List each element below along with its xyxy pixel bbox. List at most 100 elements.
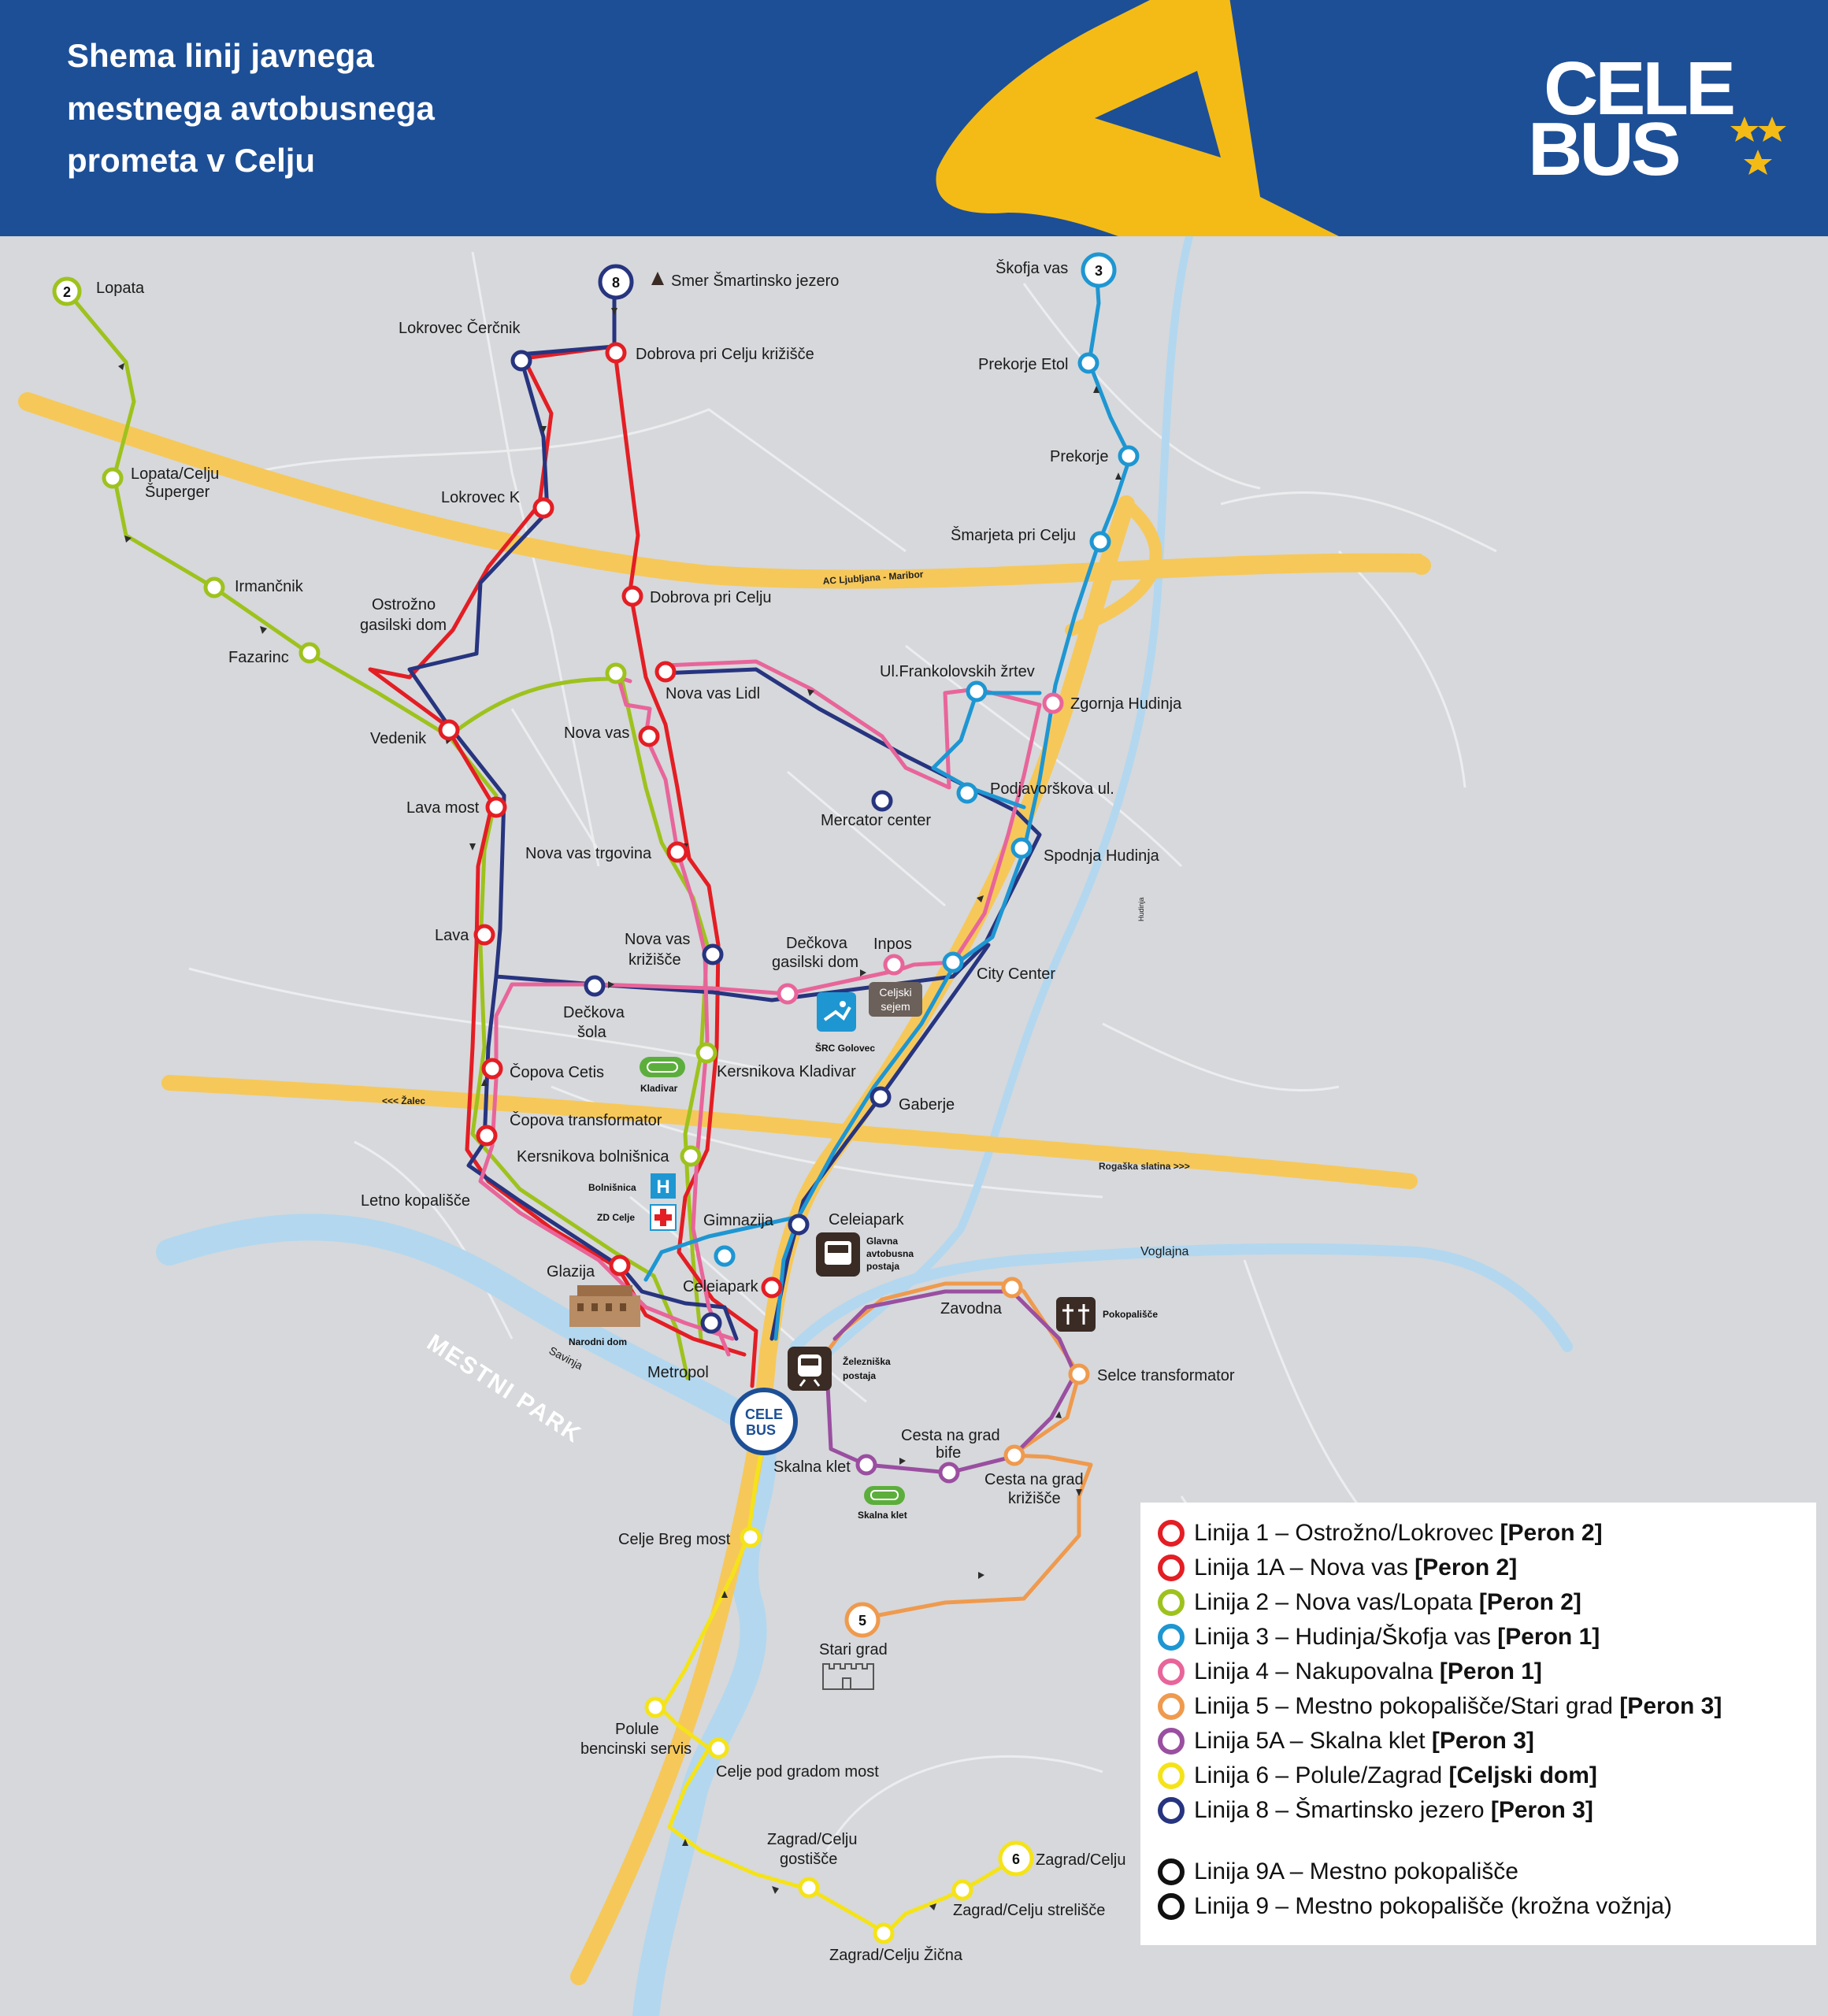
stop-kersnikova-kladivar[interactable] — [695, 1042, 717, 1064]
stop-labels: Lopata Lopata/Celju Šuperger Irmančnik F… — [96, 259, 1235, 1964]
label-celje-breg: Celje Breg most — [618, 1531, 731, 1548]
label-kersnikova-kladivar: Kersnikova Kladivar — [717, 1063, 856, 1080]
label-dobrova: Dobrova pri Celju — [650, 589, 772, 606]
stop-vedenik[interactable] — [438, 719, 460, 741]
stop-lava-most[interactable] — [485, 796, 507, 818]
stop-nova-vas-krizisce[interactable] — [702, 943, 724, 965]
legend-item: Linija 5 – Mestno pokopališče/Stari grad… — [1158, 1689, 1804, 1724]
label-ostrozno-1: Ostrožno — [372, 596, 436, 613]
header-swoosh — [936, 0, 1339, 236]
label-spodnja-hudinja: Spodnja Hudinja — [1044, 847, 1160, 865]
stop-nova-vas-trgovina[interactable] — [666, 841, 688, 863]
legend-line-name: Linija 1A – Nova vas — [1194, 1555, 1415, 1581]
label-pod-gradom: Celje pod gradom most — [716, 1763, 879, 1781]
legend-item: Linija 9 – Mestno pokopališče (krožna vo… — [1158, 1889, 1804, 1924]
legend-peron: [Peron 1] — [1497, 1624, 1600, 1650]
stop-inpos[interactable] — [883, 954, 905, 976]
legend-line-name: Linija 9A – Mestno pokopališče — [1194, 1858, 1518, 1884]
label-lopata-superger-1: Lopata/Celju — [131, 465, 219, 483]
stop-glazija[interactable] — [609, 1254, 631, 1277]
label-inpos: Inpos — [873, 936, 912, 953]
label-zagrad-zicna: Zagrad/Celju Žična — [829, 1946, 963, 1964]
stop-city-center[interactable] — [942, 951, 964, 973]
label-nova-vas-krizisce-1: Nova vas — [625, 931, 690, 948]
stop-celeiapark-a[interactable] — [788, 1214, 810, 1236]
stop-celeiapark-c[interactable] — [714, 1245, 736, 1267]
stop-polule[interactable] — [644, 1696, 666, 1718]
label-dobrova-krizisce: Dobrova pri Celju križišče — [636, 346, 814, 363]
celebus-hub-icon[interactable]: CELE BUS — [730, 1388, 798, 1455]
stop-zagrad-zicna[interactable] — [873, 1922, 895, 1944]
stop-celje-breg[interactable] — [740, 1526, 762, 1548]
stop-selce[interactable] — [1068, 1363, 1090, 1385]
direction-arrows — [118, 308, 1122, 1910]
stop-nova-vas[interactable] — [638, 725, 660, 747]
legend-line-ring-icon — [1158, 1624, 1185, 1651]
label-zelezniska-1: Železniška — [843, 1355, 891, 1367]
stop-fazarinc[interactable] — [298, 642, 321, 664]
stop-dobrova[interactable] — [621, 585, 643, 607]
stop-prekorje[interactable] — [1118, 445, 1140, 467]
stop-lokrovec-k[interactable] — [532, 497, 554, 519]
stop-irmancnik[interactable] — [203, 576, 225, 598]
stop-nova-vas-lidl-a[interactable] — [605, 662, 627, 684]
stop-skofja-vas[interactable] — [1081, 252, 1117, 288]
label-avtobusna-2: avtobusna — [866, 1248, 914, 1259]
label-irmancnik: Irmančnik — [235, 578, 304, 595]
stop-podjavorskova[interactable] — [956, 782, 978, 804]
stop-zavodna[interactable] — [1001, 1277, 1023, 1299]
stop-zgornja-hudinja[interactable] — [1042, 692, 1064, 714]
legend-line-ring-icon — [1158, 1589, 1185, 1616]
stop-pod-gradom[interactable] — [707, 1737, 729, 1759]
label-src-golovec: ŠRC Golovec — [815, 1042, 875, 1054]
stop-nova-vas-lidl[interactable] — [654, 661, 677, 683]
stop-smarjeta[interactable] — [1089, 531, 1111, 553]
label-gaberje: Gaberje — [899, 1096, 955, 1114]
stop-spodnja-hudinja[interactable] — [1010, 837, 1033, 859]
legend-peron: [Peron 3] — [1431, 1728, 1534, 1754]
stop-zagrad-strelisce[interactable] — [951, 1879, 973, 1901]
stop-metropol[interactable] — [700, 1312, 722, 1334]
stop-frankolovskih[interactable] — [966, 680, 988, 702]
stop-smer-smartinsko[interactable] — [598, 264, 634, 300]
stop-kersnikova-bolnisnica[interactable] — [680, 1145, 702, 1167]
stop-deckova-sola[interactable] — [584, 975, 606, 997]
stop-celeiapark-b[interactable] — [761, 1277, 783, 1299]
label-cesta-krizisce-2: križišče — [1008, 1490, 1061, 1507]
label-skalna-klet-park: Skalna klet — [858, 1510, 907, 1521]
line-badges: 2 8 3 5 6 — [63, 263, 1103, 1867]
src-golovec-icon — [817, 992, 856, 1032]
stop-cesta-bife[interactable] — [938, 1462, 960, 1484]
hudinja-river-label: Hudinja — [1137, 897, 1145, 921]
savinja-river — [156, 1214, 777, 2016]
hub-logo-top: CELE — [745, 1406, 783, 1422]
stops — [52, 252, 1140, 1944]
stop-zagrad-celju[interactable] — [998, 1840, 1034, 1877]
celebus-logo-top: CELE — [1544, 46, 1733, 131]
label-zavodna: Zavodna — [940, 1300, 1003, 1317]
label-zagrad-gostisce-1: Zagrad/Celju — [767, 1831, 858, 1848]
line-2-badge: 2 — [63, 284, 71, 300]
stop-mercator[interactable] — [871, 790, 893, 812]
stop-cesta-krizisce[interactable] — [1003, 1444, 1025, 1466]
stop-deckova-gasilski[interactable] — [777, 983, 799, 1005]
label-zelezniska-2: postaja — [843, 1370, 876, 1381]
stop-lopata-superger[interactable] — [102, 467, 124, 489]
stop-copova-transformator[interactable] — [476, 1125, 498, 1147]
stop-stari-grad[interactable] — [844, 1602, 881, 1638]
stop-prekorje-etol[interactable] — [1077, 352, 1099, 374]
stop-lava[interactable] — [473, 924, 495, 946]
label-smer-smartinsko: Smer Šmartinsko jezero — [671, 272, 839, 290]
bus-station-icon — [816, 1232, 860, 1277]
stop-zagrad-gostisce[interactable] — [798, 1877, 820, 1899]
legend-item: Linija 9A – Mestno pokopališče — [1158, 1855, 1804, 1889]
label-lokrovec-cercnik: Lokrovec Čerčnik — [399, 319, 521, 337]
stop-skalna-klet[interactable] — [855, 1454, 877, 1476]
rogaska-road-label: Rogaška slatina >>> — [1099, 1161, 1190, 1172]
stop-gaberje[interactable] — [870, 1086, 892, 1108]
stop-dobrova-krizisce[interactable] — [605, 342, 627, 364]
stop-copova-cetis[interactable] — [481, 1058, 503, 1080]
stop-lopata[interactable] — [52, 276, 82, 306]
stop-lokrovec-cercnik[interactable] — [510, 350, 532, 372]
